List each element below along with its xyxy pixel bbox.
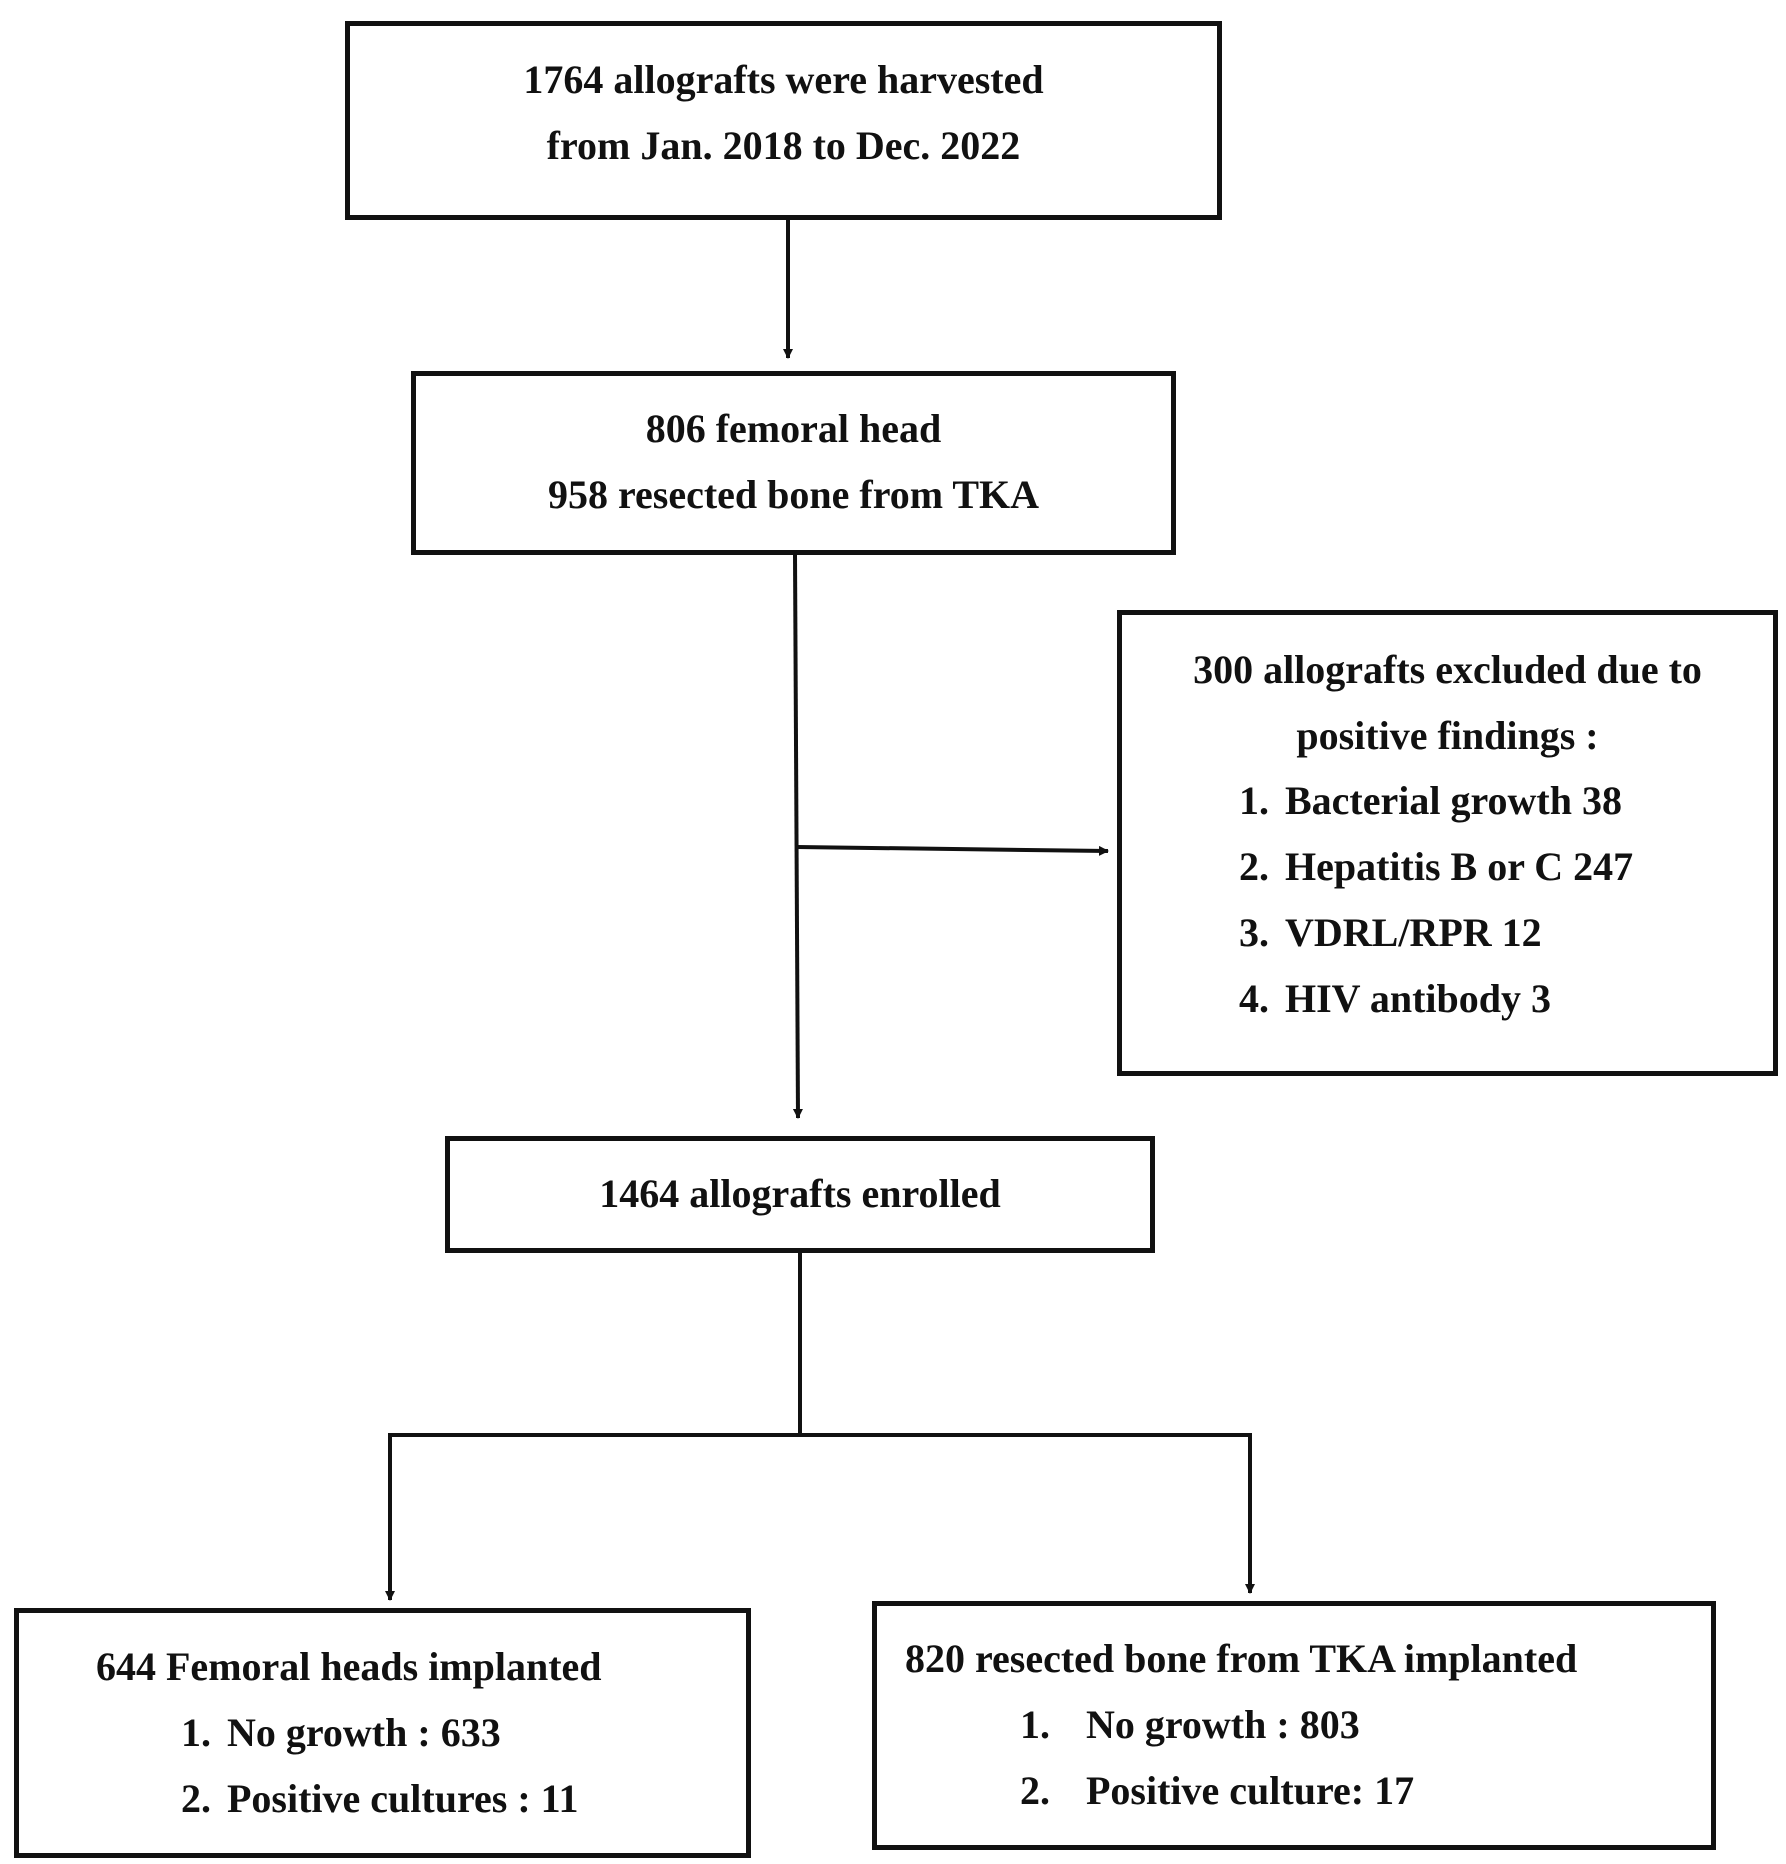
excluded-heading-2: positive findings : — [1296, 713, 1599, 758]
excluded-item-text: HIV antibody 3 — [1285, 976, 1552, 1021]
harvested-box: 1764 allografts were harvested from Jan.… — [345, 21, 1222, 220]
excluded-item-text: Bacterial growth 38 — [1285, 778, 1622, 823]
excluded-item: 2. Hepatitis B or C 247 — [1239, 834, 1633, 900]
tka-item-number: 2. — [1020, 1768, 1050, 1813]
tka-item: 1. No growth : 803 — [1020, 1692, 1360, 1758]
excluded-item-number: 2. — [1239, 844, 1269, 889]
tka-item-text: No growth : 803 — [1086, 1702, 1360, 1747]
harvested-line-1: 1764 allografts were harvested — [523, 57, 1044, 102]
femoral-item: 2. Positive cultures : 11 — [181, 1766, 578, 1832]
tka-item-text: Positive culture: 17 — [1086, 1768, 1415, 1813]
femoral-item-text: Positive cultures : 11 — [227, 1776, 579, 1821]
femoral-title: 644 Femoral heads implanted — [96, 1644, 602, 1689]
excluded-heading-1: 300 allografts excluded due to — [1193, 647, 1702, 692]
tka-title: 820 resected bone from TKA implanted — [905, 1636, 1578, 1681]
enrolled-box: 1464 allografts enrolled — [445, 1136, 1155, 1253]
excluded-item-text: Hepatitis B or C 247 — [1285, 844, 1634, 889]
sources-line-1: 806 femoral head — [645, 406, 942, 451]
femoral-item-number: 2. — [181, 1776, 211, 1821]
excluded-item-number: 1. — [1239, 778, 1269, 823]
femoral-box: 644 Femoral heads implanted 1. No growth… — [14, 1608, 751, 1858]
excluded-item: 3. VDRL/RPR 12 — [1239, 900, 1542, 966]
arrow-to-excluded — [796, 845, 1109, 856]
excluded-item: 1. Bacterial growth 38 — [1239, 768, 1622, 834]
tka-box: 820 resected bone from TKA implanted 1. … — [872, 1601, 1716, 1850]
femoral-item: 1. No growth : 633 — [181, 1700, 501, 1766]
excluded-box: 300 allografts excluded due to positive … — [1117, 610, 1778, 1076]
excluded-item-number: 4. — [1239, 976, 1269, 1021]
enrolled-line-1: 1464 allografts enrolled — [599, 1171, 1001, 1216]
femoral-item-text: No growth : 633 — [227, 1710, 501, 1755]
harvested-line-2: from Jan. 2018 to Dec. 2022 — [546, 123, 1021, 168]
tka-item-number: 1. — [1020, 1702, 1050, 1747]
excluded-item: 4. HIV antibody 3 — [1239, 966, 1551, 1032]
sources-line-2: 958 resected bone from TKA — [547, 472, 1040, 517]
excluded-item-text: VDRL/RPR 12 — [1285, 910, 1542, 955]
arrow-sources-to-enrolled — [792, 554, 803, 1119]
tka-item: 2. Positive culture: 17 — [1020, 1758, 1414, 1824]
sources-box: 806 femoral head 958 resected bone from … — [411, 371, 1176, 555]
excluded-item-number: 3. — [1239, 910, 1269, 955]
femoral-item-number: 1. — [181, 1710, 211, 1755]
